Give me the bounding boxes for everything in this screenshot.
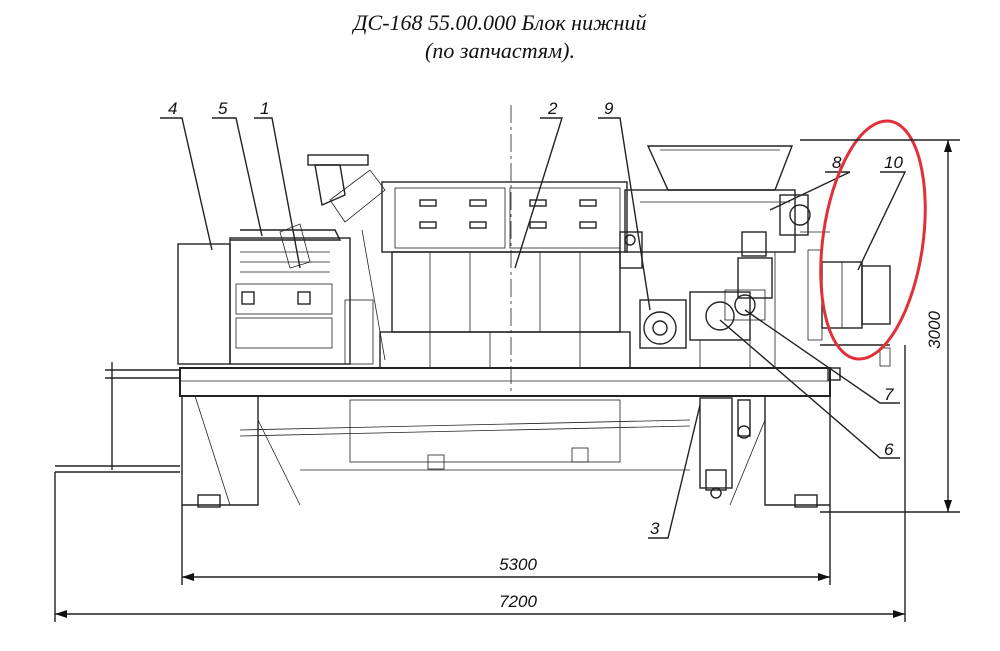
callout-5: 5 [218, 99, 228, 118]
drawing-subtitle: (по запчастям). [425, 38, 575, 63]
dimensions: 3000 5300 7200 [54, 139, 960, 622]
inner-width-dimension: 5300 [499, 555, 537, 574]
callout-3: 3 [650, 519, 660, 538]
left-unit [177, 223, 374, 365]
callout-7: 7 [884, 385, 894, 404]
base-frame [55, 362, 831, 508]
overall-width-dimension: 7200 [499, 592, 537, 611]
callout-1: 1 [260, 99, 269, 118]
callout-9: 9 [604, 99, 614, 118]
callout-4: 4 [168, 99, 177, 118]
right-unit [619, 145, 891, 381]
callout-8: 8 [832, 153, 842, 172]
callout-10: 10 [884, 153, 903, 172]
drawing-title: ДС-168 55.00.000 Блок нижний [353, 10, 647, 35]
highlight-ellipse [819, 119, 927, 361]
callout-6: 6 [884, 440, 894, 459]
callout-2: 2 [547, 99, 558, 118]
crusher-body [307, 105, 631, 395]
callouts: 4 5 1 2 9 8 10 7 6 3 [160, 99, 907, 539]
height-dimension: 3000 [925, 311, 944, 349]
